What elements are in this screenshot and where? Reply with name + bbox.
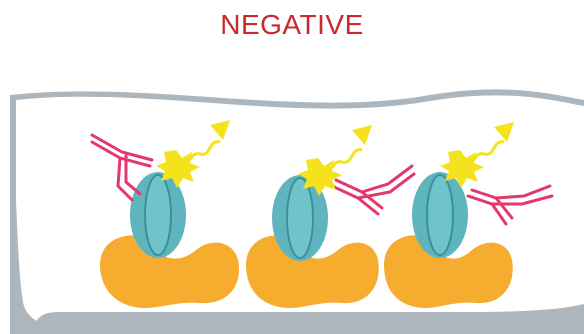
protein-inner-icon (287, 178, 313, 258)
protein-inner-icon (145, 175, 171, 255)
protein-inner-icon (427, 175, 453, 255)
